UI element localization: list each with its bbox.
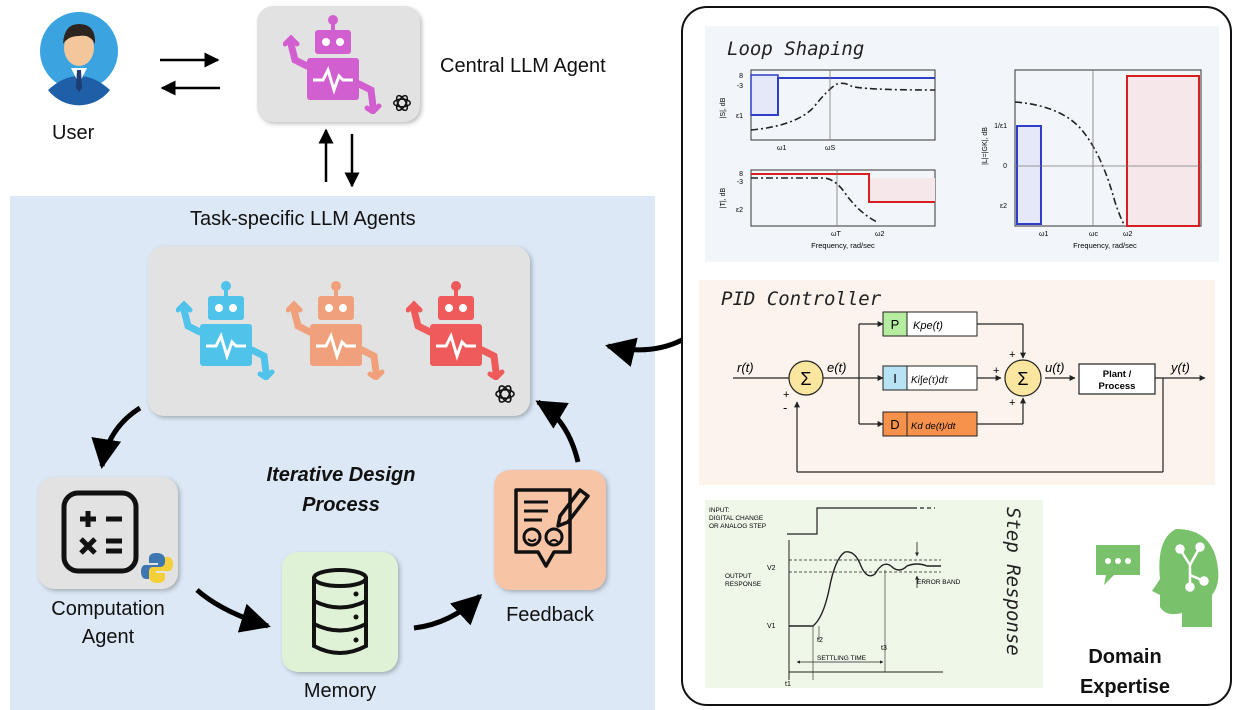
svg-text:+: + [993, 365, 999, 377]
svg-text:Σ: Σ [800, 369, 811, 389]
step-t3: t3 [881, 645, 887, 652]
step-t2: t2 [817, 637, 823, 644]
database-icon [312, 568, 368, 655]
l-tick-0: 0 [1003, 163, 1007, 170]
t-w2: ω2 [875, 231, 884, 238]
step-v1: V1 [767, 623, 776, 630]
l-w1: ω1 [1039, 231, 1048, 238]
svg-text:Kd de(t)/dt: Kd de(t)/dt [911, 421, 956, 432]
loop-shaping-title: Loop Shaping [727, 38, 865, 60]
d-block [882, 411, 978, 437]
t-xlabel: Frequency, rad/sec [811, 241, 875, 250]
t-tick-m3: -3 [737, 179, 743, 186]
l-wc: ωc [1089, 231, 1098, 238]
svg-text:I: I [893, 371, 897, 386]
s-ws: ωS [825, 145, 835, 152]
user-avatar-icon [40, 12, 118, 106]
calculator-icon [61, 490, 139, 574]
step-output-1: OUTPUT [725, 573, 752, 580]
computation-to-memory-arrow [195, 588, 271, 633]
signal-y: y(t) [1170, 360, 1190, 375]
python-logo-icon [141, 553, 173, 583]
step-v2: V2 [767, 565, 776, 572]
bidirectional-arrows-icon [160, 52, 220, 96]
vertical-arrows-icon [318, 128, 360, 188]
s-tick-eps1: ε1 [736, 113, 743, 120]
svg-text:+: + [1009, 397, 1015, 409]
step-input-1: INPUT: [709, 507, 730, 514]
svg-text:P: P [891, 317, 900, 332]
svg-text:Ki∫e(τ)dτ: Ki∫e(τ)dτ [911, 375, 949, 386]
iterative-line2: Process [302, 494, 380, 516]
step-output-2: RESPONSE [725, 581, 762, 588]
s-tick-8: 8 [739, 73, 743, 80]
step-settling: SETTLING TIME [817, 655, 867, 662]
svg-text:D: D [890, 417, 899, 432]
l-w2: ω2 [1123, 231, 1132, 238]
domain-expertise-icon [1096, 529, 1219, 627]
s-tick-m3: -3 [737, 83, 743, 90]
domain-to-agents-arrow [605, 337, 684, 367]
domain-line1: Domain [1088, 646, 1162, 668]
step-input-3: OR ANALOG STEP [709, 523, 766, 530]
computation-card [38, 477, 178, 589]
svg-text:Σ: Σ [1017, 369, 1028, 389]
l-tick-eps2: ε2 [1000, 203, 1007, 210]
l-xlabel: Frequency, rad/sec [1073, 241, 1137, 250]
pid-title: PID Controller [721, 288, 882, 310]
memory-to-feedback-arrow [413, 593, 483, 631]
step-response-panel: INPUT: DIGITAL CHANGE OR ANALOG STEP OUT… [705, 500, 1043, 688]
computation-line1: Computation [51, 598, 165, 620]
step-input-2: DIGITAL CHANGE [709, 515, 764, 522]
svg-text:Process: Process [1099, 381, 1136, 392]
sum-junction-1 [788, 360, 824, 396]
computation-line2: Agent [81, 626, 135, 648]
pid-controller-panel: PID Controller Σ Σ + - + + + r(t) e(t) u… [699, 280, 1215, 485]
signal-r: r(t) [737, 360, 754, 375]
s-w1: ω1 [777, 145, 786, 152]
feedback-label: Feedback [506, 604, 594, 626]
step-response-title: Step Response [1002, 507, 1024, 656]
t-wt: ωT [831, 231, 841, 238]
loop-shaping-panel: Loop Shaping 8 -3 ε1 |S|, dB ω1 ωS 8 -3 … [705, 26, 1219, 262]
svg-text:+: + [783, 389, 789, 401]
step-t1: t1 [785, 681, 791, 688]
svg-text:Kpe(t): Kpe(t) [913, 320, 943, 332]
plant-block [1078, 363, 1156, 395]
loop-shaping-plots: 8 -3 ε1 |S|, dB ω1 ωS 8 -3 ε2 |T|, dB ωT… [720, 69, 1202, 250]
task-agents-card [148, 246, 530, 416]
step-error-band: ERROR BAND [917, 579, 961, 586]
memory-label: Memory [303, 680, 377, 702]
t-ylabel: |T|, dB [720, 187, 727, 208]
step-response-plot: INPUT: DIGITAL CHANGE OR ANALOG STEP OUT… [709, 507, 961, 688]
t-magnitude-plot: 8 -3 ε2 |T|, dB ωT ω2 Frequency, rad/sec [720, 169, 936, 250]
s-ylabel: |S|, dB [720, 97, 727, 118]
l-magnitude-plot: 1/ε1 0 ε2 |L|=|GK|, dB ω1 ωc ω2 Frequenc… [982, 69, 1202, 250]
central-agent-label: Central LLM Agent [440, 55, 606, 77]
user-label: User [52, 122, 95, 144]
sum-junction-2 [1004, 359, 1042, 397]
task-panel-title: Task-specific LLM Agents [190, 208, 416, 230]
agents-to-computation-arrow [91, 405, 142, 469]
l-ylabel: |L|=|GK|, dB [982, 127, 989, 165]
svg-text:+: + [1009, 349, 1015, 361]
feedback-icon [514, 488, 590, 568]
signal-u: u(t) [1045, 360, 1065, 375]
l-tick-inv-eps1: 1/ε1 [994, 123, 1007, 130]
pid-block-diagram: Σ Σ + - + + + r(t) e(t) u(t) y(t) P Kpe(… [733, 311, 1206, 473]
feedback-card [494, 470, 606, 590]
central-agent-card [257, 6, 420, 122]
svg-text:-: - [783, 400, 787, 415]
s-magnitude-plot: 8 -3 ε1 |S|, dB ω1 ωS [720, 69, 936, 152]
domain-line2: Expertise [1079, 676, 1171, 698]
iterative-line1: Iterative Design [266, 464, 416, 486]
feedback-to-agents-arrow [535, 399, 581, 463]
t-tick-eps2: ε2 [736, 207, 743, 214]
svg-text:Plant /: Plant / [1103, 369, 1132, 380]
signal-e: e(t) [827, 360, 847, 375]
memory-card [282, 552, 398, 672]
t-tick-8: 8 [739, 171, 743, 178]
